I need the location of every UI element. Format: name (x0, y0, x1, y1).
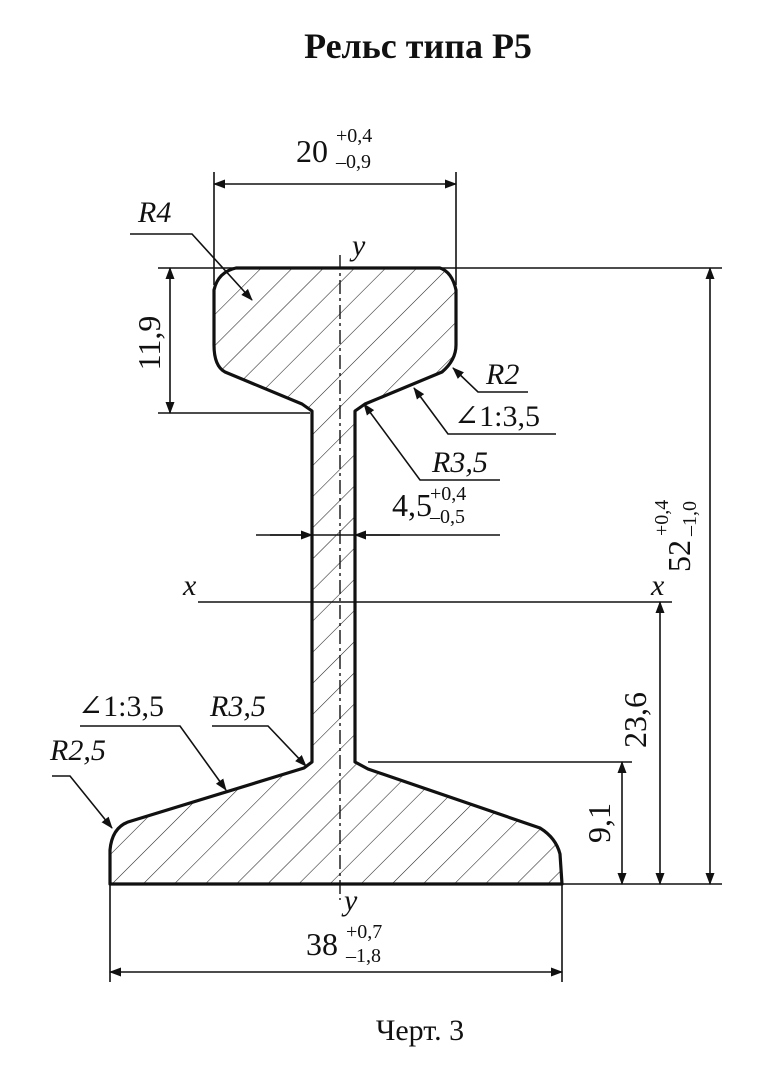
foot-edge-radius-leader (52, 775, 113, 829)
head-width-tol-upper: +0,4 (336, 125, 372, 147)
axis-y-bottom-label: y (341, 884, 358, 917)
web-top-radius-leader (363, 403, 500, 481)
foot-edge-radius-label: R2,5 (49, 734, 106, 767)
total-height-tol-lower: –1,0 (679, 501, 701, 537)
head-fillet-radius-leader (452, 367, 528, 393)
head-corner-radius-label: R4 (137, 196, 171, 229)
head-slope-label: ∠1:3,5 (454, 400, 540, 433)
head-slope-leader (413, 387, 556, 435)
neutral-axis-height-value: 23,6 (617, 692, 653, 748)
web-thickness-tol-upper: +0,4 (430, 483, 466, 505)
axis-y-top-label: y (349, 229, 366, 262)
web-top-radius-label: R3,5 (431, 446, 488, 479)
foot-height-value: 9,1 (581, 803, 617, 843)
base-width-tol-upper: +0,7 (346, 921, 382, 943)
head-fillet-radius-label: R2 (485, 358, 519, 391)
base-width-tol-lower: –1,8 (345, 945, 381, 967)
head-width-value: 20 (296, 133, 328, 169)
foot-slope-label: ∠1:3,5 (78, 690, 164, 723)
head-width-tol-lower: –0,9 (335, 151, 371, 173)
total-height-value: 52 (661, 540, 697, 572)
head-height-value: 11,9 (131, 316, 167, 371)
drawing-caption: Черт. 3 (376, 1014, 464, 1047)
web-thickness-tol-lower: –0,5 (429, 506, 465, 528)
base-width-value: 38 (306, 926, 338, 962)
web-bottom-radius-label: R3,5 (209, 690, 266, 723)
web-bottom-radius-leader (212, 725, 307, 767)
total-height-tol-upper: +0,4 (651, 500, 673, 536)
drawing-title: Рельс типа Р5 (304, 26, 532, 66)
axis-x-right-label: x (650, 569, 665, 602)
head-corner-radius-leader (130, 233, 253, 301)
axis-x-left-label: x (182, 569, 197, 602)
web-thickness-value: 4,5 (392, 487, 432, 523)
foot-slope-leader (80, 725, 227, 791)
